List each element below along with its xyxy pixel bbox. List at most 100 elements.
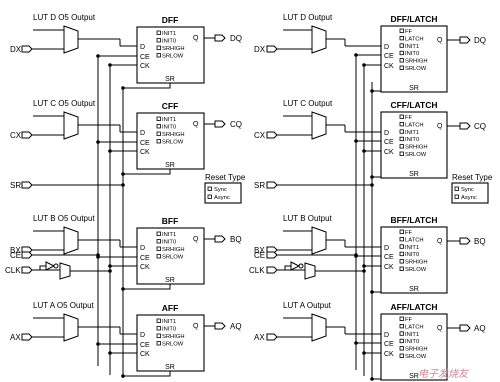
sync-option-label: Sync xyxy=(461,187,474,193)
input-ce-label: CE xyxy=(10,251,21,260)
attr-label: FF xyxy=(405,115,413,121)
port-ck: CK xyxy=(384,264,394,271)
q-output-label: BQ xyxy=(474,237,486,246)
attr-checkbox xyxy=(399,129,404,134)
input-clk-pin xyxy=(21,266,33,274)
attr-label: SRHIGH xyxy=(162,132,185,138)
port-ce: CE xyxy=(140,342,150,349)
clk-inverter xyxy=(290,261,301,271)
attr-label: INIT0 xyxy=(405,51,419,57)
port-ce: CE xyxy=(140,54,150,61)
attr-label: SRHIGH xyxy=(162,46,185,52)
attr-label: INIT1 xyxy=(162,319,176,325)
q-output-pin xyxy=(214,235,226,243)
attr-label: INIT1 xyxy=(405,130,419,136)
attr-checkbox xyxy=(399,144,404,149)
attr-label: SRHIGH xyxy=(405,59,428,65)
attr-checkbox xyxy=(156,326,161,331)
sync-checkbox xyxy=(207,186,212,191)
port-sr: SR xyxy=(165,76,175,83)
input-mux xyxy=(311,111,327,140)
attr-checkbox xyxy=(399,43,404,48)
lut-o5-output-label: LUT C O5 Output xyxy=(33,99,96,108)
attr-checkbox xyxy=(156,318,161,323)
port-ck: CK xyxy=(384,351,394,358)
input-cx-label: CX xyxy=(254,131,266,140)
port-d: D xyxy=(140,245,145,252)
attr-checkbox xyxy=(156,239,161,244)
input-cx-label: CX xyxy=(10,131,22,140)
port-sr: SR xyxy=(409,171,419,178)
input-mux xyxy=(63,313,79,342)
attr-label: FF xyxy=(405,317,413,323)
q-output-label: AQ xyxy=(230,322,242,331)
port-ck: CK xyxy=(384,149,394,156)
input-dx-pin xyxy=(21,45,33,53)
attr-label: SRHIGH xyxy=(162,334,185,340)
wire-junction xyxy=(370,183,374,187)
attr-label: SRLOW xyxy=(405,354,427,360)
port-d: D xyxy=(384,130,389,137)
input-cx-pin xyxy=(21,131,33,139)
flop-name: AFF xyxy=(162,303,179,313)
wire-junction xyxy=(362,269,366,273)
async-checkbox xyxy=(207,194,212,199)
attr-label: INIT0 xyxy=(405,252,419,258)
attr-checkbox xyxy=(156,45,161,50)
flop-latch-name: BFF/LATCH xyxy=(390,215,437,225)
attr-checkbox xyxy=(156,254,161,259)
port-q: Q xyxy=(437,37,443,44)
attr-checkbox xyxy=(399,122,404,127)
input-cx-pin xyxy=(266,131,278,139)
q-output-label: DQ xyxy=(474,36,486,45)
q-output-pin xyxy=(459,324,471,332)
input-mux xyxy=(311,313,327,342)
attr-checkbox xyxy=(156,53,161,58)
attr-label: SRLOW xyxy=(162,342,184,348)
attr-checkbox xyxy=(399,338,404,344)
attr-checkbox xyxy=(156,131,161,136)
attr-label: LATCH xyxy=(405,237,424,243)
port-q: Q xyxy=(193,35,199,42)
port-d: D xyxy=(140,332,145,339)
attr-checkbox xyxy=(399,331,404,336)
attr-label: INIT1 xyxy=(405,332,419,338)
port-ck: CK xyxy=(140,149,150,156)
port-ce: CE xyxy=(140,140,150,147)
sr-wire xyxy=(123,284,171,290)
flip-flop-latch xyxy=(380,226,448,294)
attr-label: SRHIGH xyxy=(405,260,428,266)
port-q: Q xyxy=(193,236,199,243)
attr-label: LATCH xyxy=(405,36,424,42)
input-ax-pin xyxy=(266,333,278,341)
input-sr-pin xyxy=(21,181,33,189)
components xyxy=(21,25,489,381)
attr-checkbox xyxy=(156,231,161,236)
attr-checkbox xyxy=(399,316,404,321)
input-dx-pin xyxy=(266,45,278,53)
port-d: D xyxy=(384,245,389,252)
input-mux xyxy=(63,226,79,255)
reset-type-legend-right-title: Reset Type xyxy=(452,173,493,182)
input-ce-label: CE xyxy=(254,251,265,260)
flop-name: BFF xyxy=(162,216,179,226)
attr-checkbox xyxy=(156,341,161,346)
q-output-label: CQ xyxy=(230,120,242,129)
attr-label: INIT1 xyxy=(162,232,176,238)
attr-checkbox xyxy=(399,50,404,56)
input-mux xyxy=(63,25,79,54)
lut-o5-output-label: LUT A O5 Output xyxy=(33,301,95,310)
port-ck: CK xyxy=(140,63,150,70)
port-d: D xyxy=(140,44,145,51)
lut-o5-output-label: LUT D O5 Output xyxy=(33,13,96,22)
attr-label: INIT1 xyxy=(162,117,176,123)
reset-type-legend-right-box xyxy=(451,182,489,204)
port-sr: SR xyxy=(409,286,419,293)
lut-output-label: LUT C Output xyxy=(283,99,333,108)
attr-label: SRHIGH xyxy=(405,145,428,151)
port-ck: CK xyxy=(384,63,394,70)
lut-o5-output-label: LUT B O5 Output xyxy=(33,214,95,223)
sr-wire xyxy=(123,169,171,175)
port-ce: CE xyxy=(384,341,394,348)
